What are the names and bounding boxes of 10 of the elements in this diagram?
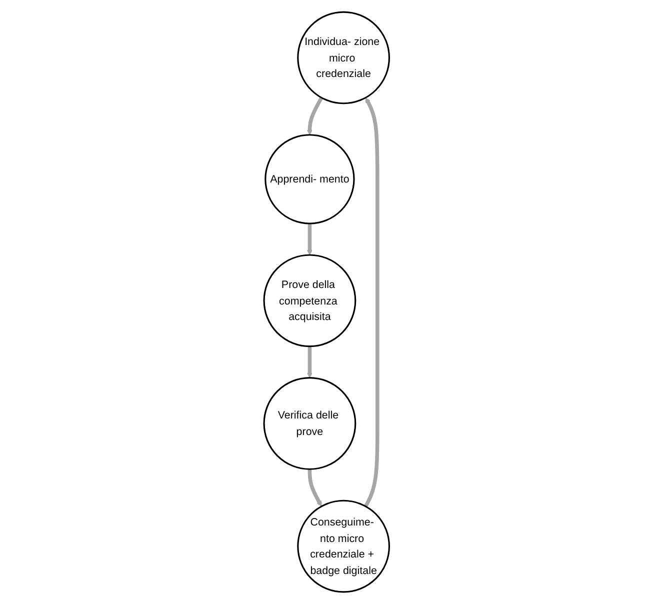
arrow	[308, 468, 322, 506]
arrow	[364, 96, 380, 507]
node-circle: Verifica delle prove	[263, 376, 356, 470]
arrow	[306, 222, 312, 255]
node-circle: Prove della competenza acquisita	[263, 254, 356, 347]
node-circle: Apprendi- mento	[264, 134, 355, 224]
node-circle: Individua- zione micro credenziale	[296, 10, 390, 104]
node-circle: Conseguime- nto micro credenziale + badge digitale	[296, 499, 390, 592]
arrow	[306, 96, 324, 135]
arrow	[306, 346, 312, 378]
